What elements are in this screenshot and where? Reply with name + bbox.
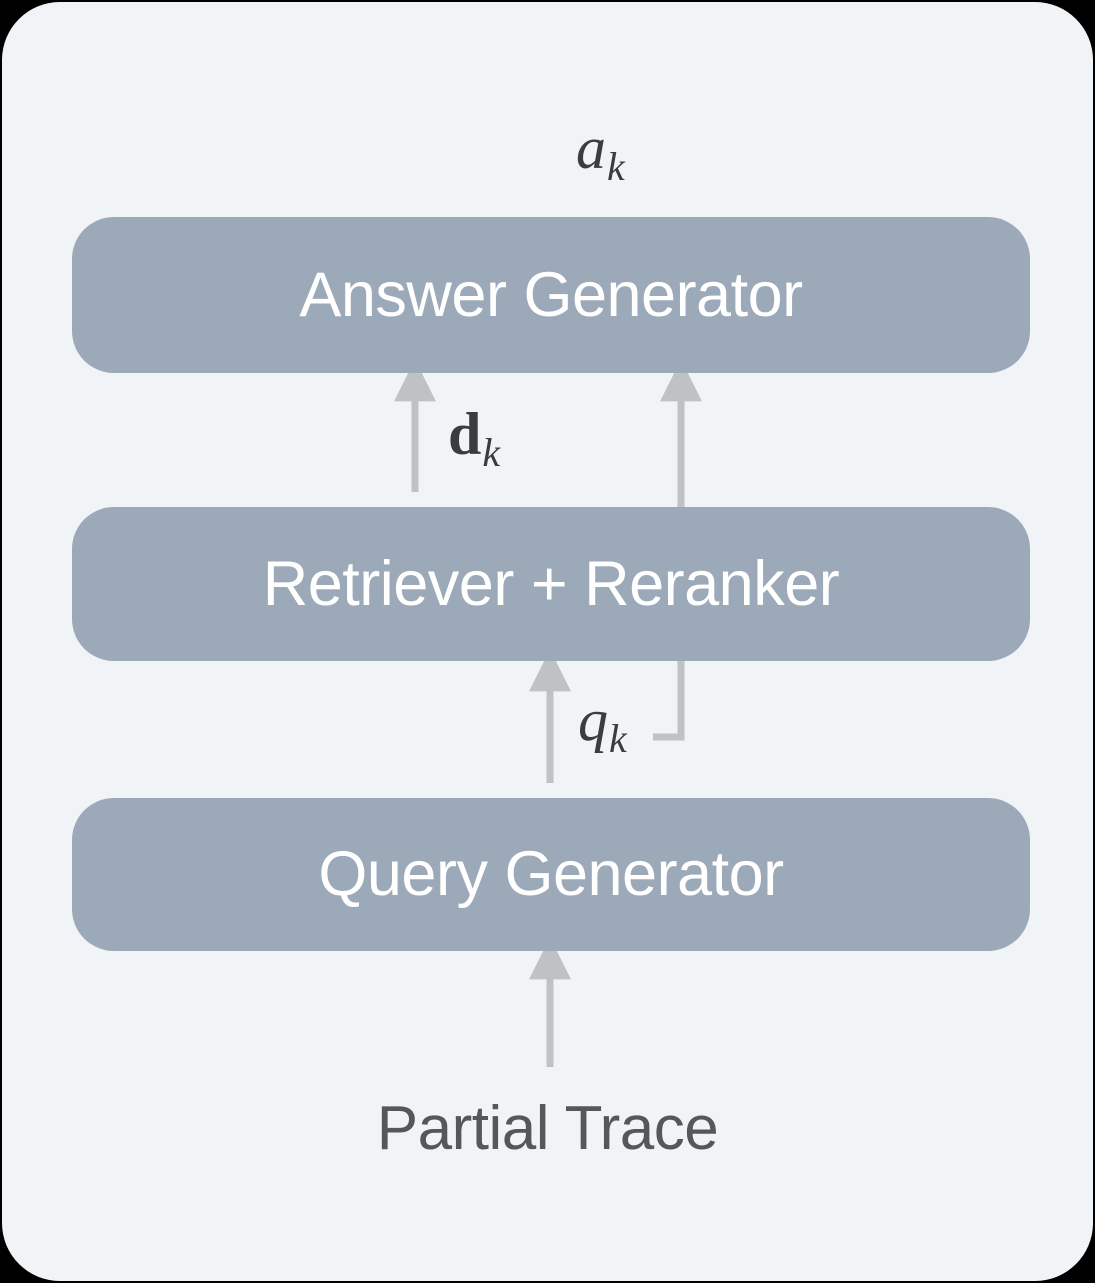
edge-label-query-subscript: k [609,716,627,761]
node-query-generator-label: Query Generator [318,839,784,909]
node-partial-trace-label: Partial Trace [376,1094,719,1163]
node-query-generator[interactable]: Query Generator [72,798,1030,951]
edge-label-docs-subscript: k [482,430,501,475]
node-answer-generator[interactable]: Answer Generator [72,217,1030,373]
edge-label-answer: ak [576,118,625,187]
edge-label-answer-subscript: k [607,144,625,189]
edge-label-query: qk [578,690,627,759]
edge-label-docs: dk [448,404,500,473]
edge-label-docs-symbol: d [448,401,482,467]
node-retriever-reranker-label: Retriever + Reranker [262,548,840,619]
node-answer-generator-label: Answer Generator [299,259,803,330]
node-partial-trace: Partial Trace [0,1098,1095,1160]
node-retriever-reranker[interactable]: Retriever + Reranker [72,507,1030,661]
edge-label-query-symbol: q [578,687,608,753]
edge-label-answer-symbol: a [576,115,606,181]
